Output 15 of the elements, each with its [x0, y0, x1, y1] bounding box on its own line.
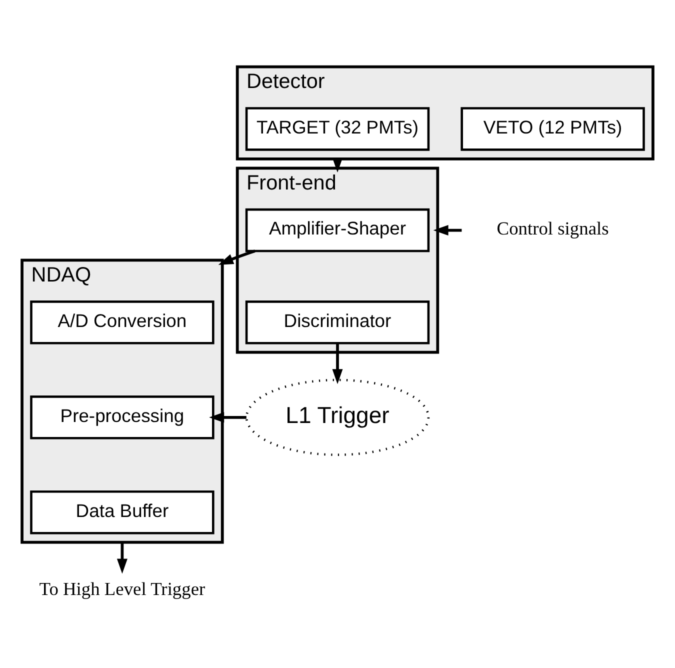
arrow	[332, 342, 343, 384]
node-box: VETO (12 PMTs)	[460, 106, 645, 150]
arrow	[209, 412, 246, 422]
node-box: Amplifier-Shaper	[245, 208, 430, 252]
node-box: Data Buffer	[30, 490, 214, 534]
arrow	[116, 542, 128, 574]
node-box: Discriminator	[245, 300, 430, 344]
node-box: TARGET (32 PMTs)	[245, 106, 430, 150]
node-box: A/D Conversion	[30, 300, 214, 344]
node-ellipse: L1 Trigger	[245, 378, 430, 456]
node-text: Control signals	[496, 218, 609, 238]
node-box: Pre-processing	[30, 395, 214, 439]
node-text: To High Level Trigger	[39, 578, 206, 599]
arrow	[433, 224, 462, 236]
arrow	[218, 249, 256, 264]
